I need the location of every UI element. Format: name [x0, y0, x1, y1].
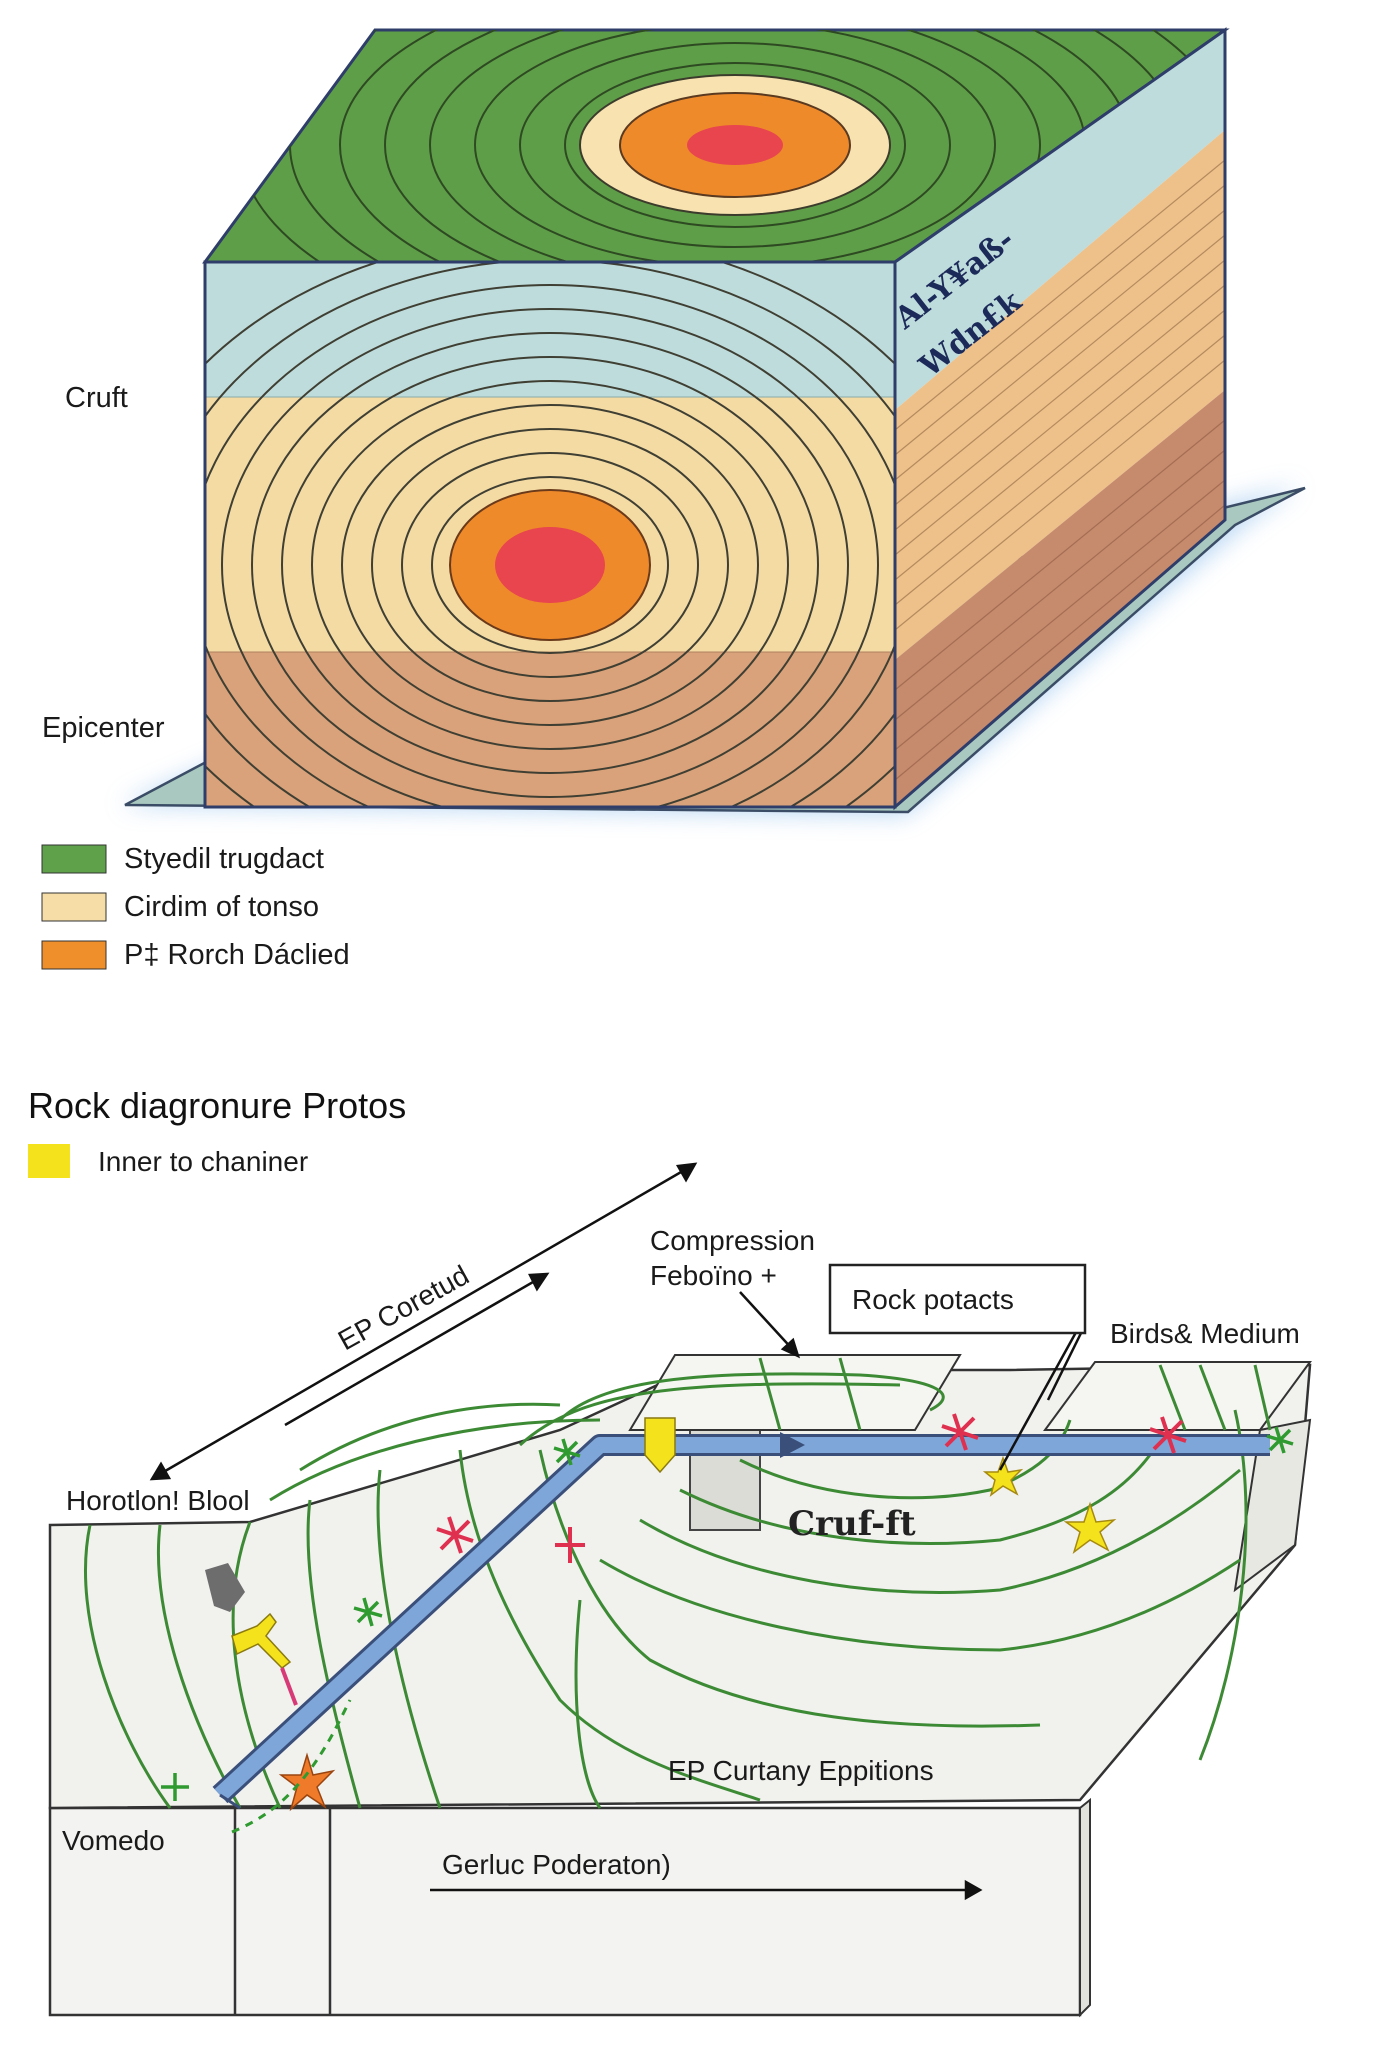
key-label: Inner to chaniner [98, 1146, 308, 1177]
pipe-arrowhead [780, 1432, 805, 1458]
key-swatch-yellow [28, 1144, 70, 1178]
legend-swatch-1 [41, 844, 107, 874]
block-legend: Styedil trugdact Cirdim of tonso P‡ Rorc… [41, 843, 350, 971]
label-vomedo: Vomedo [62, 1825, 165, 1856]
fault-diagram-title: Rock diagronure Protos [28, 1085, 406, 1126]
terrace-plate-left [628, 1354, 962, 1431]
red-star-2 [941, 1413, 979, 1451]
legend-label-1: Styedil trugdact [124, 843, 324, 875]
rock-potacts-box [828, 1263, 1087, 1335]
top-epicenter-red [687, 125, 783, 165]
block-front-face [203, 260, 897, 809]
green-cross-1 [161, 1773, 189, 1801]
legend-label-3: P‡ Rorch Dáclied [124, 939, 350, 971]
red-star-3 [1149, 1416, 1187, 1454]
label-ep-curtany: EP Curtany Eppitions [668, 1755, 934, 1786]
label-crust: Cruft [65, 382, 128, 414]
yellow-star-2 [982, 1455, 1024, 1497]
label-epicenter: Epicenter [42, 712, 165, 744]
red-cross-1 [555, 1527, 585, 1563]
label-compression-2: Feboïno + [650, 1260, 777, 1291]
label-rock-potacts: Rock potacts [852, 1284, 1014, 1315]
green-star-1 [553, 1438, 581, 1466]
crust-block-diagram: Al-Y¥aß- Wdn£k [42, 27, 1306, 815]
front-contour-rings [205, 262, 895, 807]
label-birds-medium: Birds& Medium [1110, 1318, 1300, 1349]
grey-rock [205, 1563, 245, 1612]
green-star-2 [353, 1597, 383, 1627]
label-handwritten: Cruf-ft [788, 1504, 916, 1544]
yellow-marker [644, 1417, 676, 1474]
label-ep-contact: EP Coretud [333, 1259, 474, 1356]
strain-markers [161, 1413, 1294, 1834]
terrace-plate-right [1043, 1361, 1312, 1431]
label-horizontal-block: Horotlon! Blool [66, 1485, 250, 1516]
yellow-star-1 [1063, 1501, 1117, 1554]
front-epicenter-red [495, 527, 605, 603]
fault-block-diagram: EP Coretud Compression Feboïno + Rock po… [48, 1162, 1312, 2018]
block-right-face [893, 27, 1227, 811]
lower-slab-front [48, 1806, 1082, 2017]
dashed-link [231, 1699, 352, 1834]
legend-label-2: Cirdim of tonso [124, 891, 319, 923]
legend-swatch-2 [41, 892, 107, 922]
green-star-3 [1266, 1426, 1294, 1454]
legend-swatch-3 [41, 940, 107, 970]
right-wedge [1233, 1418, 1312, 1593]
orange-star [278, 1752, 336, 1812]
red-star-1 [436, 1516, 474, 1554]
annotation-arrows [149, 1162, 1087, 1901]
lower-slab-right [1079, 1797, 1091, 2018]
yellow-pickaxe [231, 1612, 292, 1669]
pink-tie [280, 1667, 298, 1706]
label-gerluc: Gerluc Poderaton) [442, 1849, 671, 1880]
label-compression-1: Compression [650, 1225, 815, 1256]
